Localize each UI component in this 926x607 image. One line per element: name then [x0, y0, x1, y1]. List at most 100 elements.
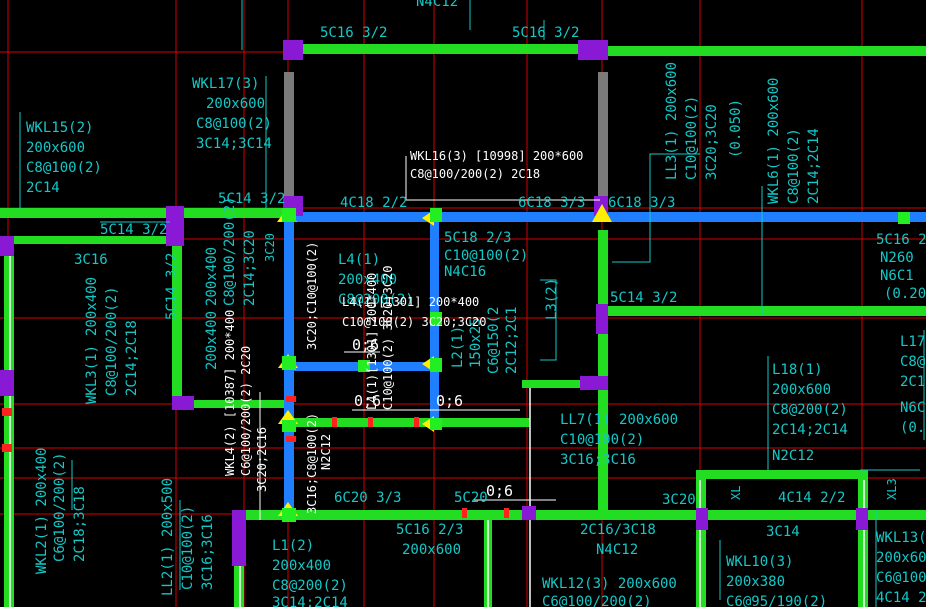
annotations-cyan-rotated: 5C14 3/2 3C20 LL3(1) 200x600 C10@100(2) … [34, 62, 899, 596]
white-beam-outlines [9, 246, 865, 607]
label-wkl4-vertical: 3C16;C8@100(2) [305, 413, 319, 514]
leader-lines [19, 0, 925, 607]
label-ll7-bars: 3C16;3C16 [560, 452, 636, 468]
label-ll3-stirrup: C10@100(2) [684, 96, 700, 180]
label-02-right: (0.2 [900, 420, 926, 436]
label-wkl2: WKL2(1) 200x400 [34, 448, 50, 574]
annotations-white: WKL16(3) [10998] 200*600 C8@100/200(2) 2… [223, 149, 583, 514]
label-l2-stirrup: C6@150(2 [486, 307, 502, 374]
label-zero6-d: 0;6 [486, 482, 513, 500]
label-5c20: 5C20 [454, 490, 488, 506]
label-5c18-n: N4C16 [444, 264, 486, 280]
label-zero6-c: 0;6 [436, 392, 463, 410]
label-l1-bars: 3C14;2C14 [272, 595, 348, 607]
label-l2: L2(1) [450, 326, 466, 368]
label-ll3-offset: (0.050) [728, 99, 744, 158]
label-5c16-b: 5C16 3/2 [512, 25, 579, 41]
label-wkl16-stirrup: C8@100/200(2) 2C18 [410, 167, 540, 181]
label-wkl6-stirrup: C8@100(2) [786, 128, 802, 204]
label-wkl17: WKL17(3) [192, 76, 259, 92]
label-l1: L1(2) [272, 538, 314, 554]
label-wkl13-stirrup: C6@100 [876, 570, 926, 586]
label-ll7: LL7(1) 200x600 [560, 412, 678, 428]
green-nodes [282, 208, 910, 522]
label-wkl10-size: 200x380 [726, 574, 785, 590]
label-n260: N260 [880, 250, 914, 266]
label-3c20-vertical: 3C20;C10@100(2) [305, 242, 319, 350]
label-mid-vertical-bars: C10@100(2) 3C20;3C20 [381, 266, 395, 411]
label-mid-beam: L4(1)[1301] 200*400 [342, 295, 479, 309]
label-2c16: 2C16/3C18 [580, 522, 656, 538]
label-wkl4-stirrup: C6@100/200(2) 2C20 [239, 346, 253, 476]
label-3c20-bottom: 3C20 [662, 492, 696, 508]
label-ll2: LL2(1) 200x500 [160, 478, 176, 596]
label-wkl15-size: 200x600 [26, 140, 85, 156]
red-markers [2, 396, 509, 518]
label-wkl15-bars: 2C14 [26, 180, 60, 196]
label-wkl3-stirrup: C8@100/200(2) [104, 286, 120, 396]
label-wkl3-bars: 2C14;2C18 [124, 320, 140, 396]
label-wkl2-stirrup: C6@100/200(2) [52, 452, 68, 562]
label-top: N4C12 [416, 0, 458, 10]
label-6c20: 6C20 3/3 [334, 490, 401, 506]
label-xl: XL [729, 486, 743, 500]
label-l18-bars: 2C14;2C14 [772, 422, 848, 438]
label-n6c1: N6C1 [880, 268, 914, 284]
label-l2-bars: 2C12;2C1 [504, 307, 520, 374]
label-5c14-vertical: 5C14 3/2 [164, 253, 180, 320]
label-ll2-stirrup: C10@100(2) [180, 506, 196, 590]
label-wkl17-bars: 3C14;3C14 [196, 136, 272, 152]
label-wkl10: WKL10(3) [726, 554, 793, 570]
label-l18: L18(1) [772, 362, 823, 378]
label-l4-size: 200x400 [338, 272, 397, 288]
label-l18-stirrup: C8@200(2) [772, 402, 848, 418]
label-3c14: 3C14 [766, 524, 800, 540]
label-l2-size: 150x25 [468, 317, 484, 368]
label-wkl6-bars: 2C14;2C14 [806, 128, 822, 204]
grey-walls [284, 72, 608, 196]
label-0200: (0.200 [884, 286, 926, 302]
label-5c18: 5C18 2/3 [444, 230, 511, 246]
label-wkl17-size: 200x600 [206, 96, 265, 112]
columns [0, 40, 868, 566]
label-wkl3: WKL3(1) [84, 345, 100, 404]
label-l4-stirrup: C8@200(2) [338, 292, 414, 308]
label-zero6-a: 0;6 [352, 336, 379, 354]
label-wkl13: WKL13( [876, 530, 926, 546]
label-wkl10-stirrup: C6@95/190(2) [726, 594, 827, 607]
label-wkl4-n: N2C12 [319, 434, 333, 470]
label-l18-n: N2C12 [772, 448, 814, 464]
label-l4: L4(1) [338, 252, 380, 268]
label-wkl16: WKL16(3) [10998] 200*600 [410, 149, 583, 163]
label-wkl4: WKL4(2) [10387] 200*400 [223, 310, 237, 476]
label-5c16-bottom: 5C16 2/3 [396, 522, 463, 538]
label-5c14-right: 5C14 3/2 [610, 290, 677, 306]
label-ll3: LL3(1) 200x600 [664, 62, 680, 180]
label-6c18: 6C18 3/3 [518, 195, 585, 211]
dimension-lines [259, 156, 600, 520]
label-3c20: 3C20 [263, 233, 277, 262]
label-l17: L17( [900, 334, 926, 350]
label-l18-size: 200x600 [772, 382, 831, 398]
label-l1-stirrup: C8@200(2) [272, 578, 348, 594]
label-wkl12-stirrup: C6@100/200(2) [542, 594, 652, 607]
label-wkl15-stirrup: C8@100(2) [26, 160, 102, 176]
label-l3: L3(2) [544, 278, 560, 320]
label-zero6-b: 0;6 [354, 392, 381, 410]
label-l17-bars: 2C1 [900, 374, 925, 390]
label-wkl4-bars: 3C20;2C16 [255, 427, 269, 492]
green-beams[interactable] [0, 44, 926, 607]
label-mid-vertical: L4(1)[1301] 200*400 [365, 273, 379, 410]
annotations-cyan: N4C12 5C16 3/2 5C16 3/2 WKL17(3) 200x600… [26, 0, 926, 607]
label-4c18: 4C18 2/2 [340, 195, 407, 211]
label-wkl15: WKL15(2) [26, 120, 93, 136]
label-ll7-stirrup: C10@100(2) [560, 432, 644, 448]
label-3c16: 3C16 [74, 252, 108, 268]
label-wkl6: WKL6(1) 200x600 [766, 78, 782, 204]
label-l1-size: 200x400 [272, 558, 331, 574]
label-ll3-bars: 3C20;3C20 [704, 104, 720, 180]
label-wkl3-size: 200x400 [84, 277, 100, 336]
label-4c14: 4C14 2/2 [778, 490, 845, 506]
label-n4c12: N4C12 [596, 542, 638, 558]
